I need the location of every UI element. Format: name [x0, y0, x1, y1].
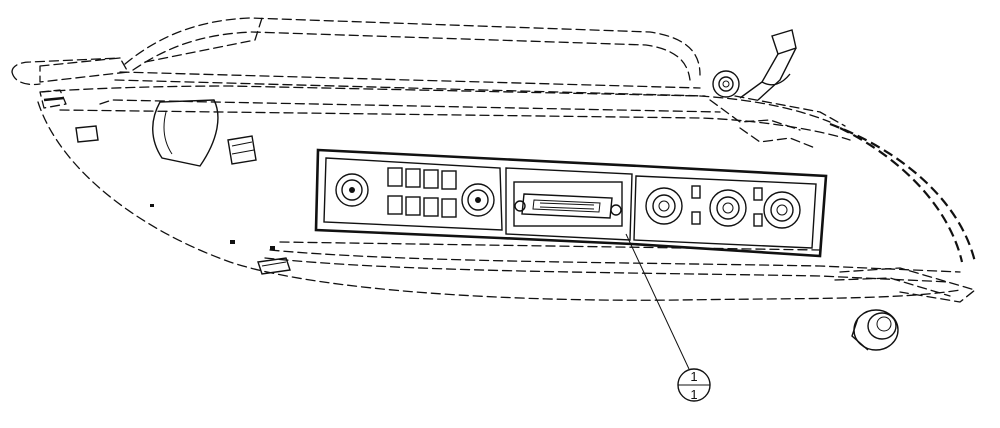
- left-openings: [75, 99, 257, 167]
- center-module: [513, 181, 623, 227]
- button-grid: [387, 167, 457, 218]
- connector-panel: [314, 148, 828, 258]
- right-panel-components: [645, 185, 801, 229]
- top-handle: [39, 17, 706, 97]
- right-end: [709, 95, 977, 303]
- callout: 1 1: [625, 233, 711, 402]
- left-panel-components: [335, 167, 495, 218]
- small-details: [150, 204, 291, 275]
- callout-leader-line: [625, 233, 690, 370]
- callout-bottom-number: 1: [690, 387, 697, 402]
- top-knob: [712, 29, 797, 101]
- handle-left-end: [11, 57, 121, 109]
- foot: [851, 309, 899, 351]
- callout-top-number: 1: [690, 369, 697, 384]
- main-body: [37, 85, 961, 301]
